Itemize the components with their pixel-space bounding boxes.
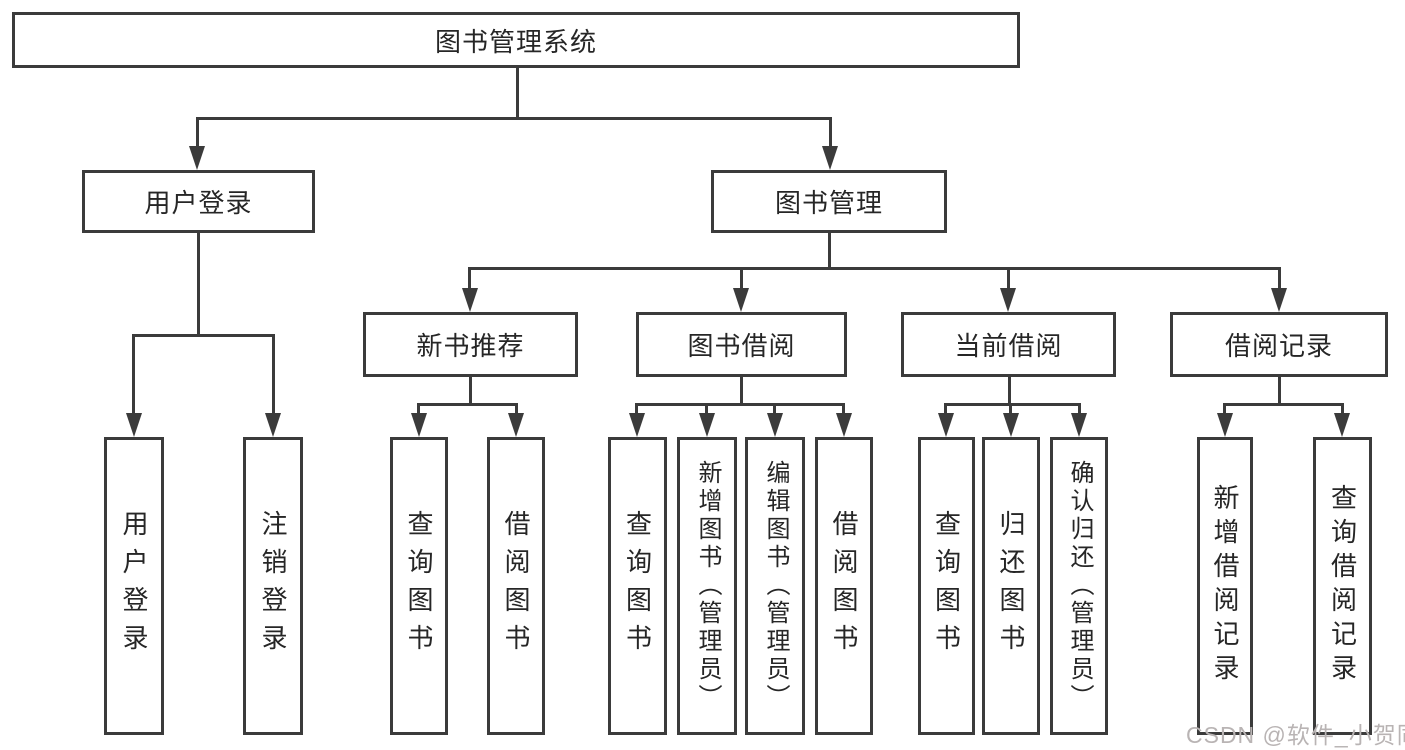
arrowhead-icon — [1003, 413, 1019, 437]
leaf-borrow-books-2: 借阅图书 — [815, 437, 873, 735]
leaf-confirm-return-admin: 确认归还（管理员） — [1050, 437, 1108, 735]
leaf-query-borrow-records: 查询借阅记录 — [1313, 437, 1372, 735]
connector-line — [1008, 377, 1011, 406]
connector-line — [1223, 403, 1226, 417]
leaf-logout: 注销登录 — [243, 437, 303, 735]
connector-line — [132, 334, 135, 416]
arrowhead-icon — [1334, 413, 1350, 437]
node-label: 图书借阅 — [687, 331, 796, 361]
leaf-user-login: 用户登录 — [104, 437, 164, 735]
leaf-add-borrow-record: 新增借阅记录 — [1197, 437, 1253, 735]
connector-line — [417, 403, 420, 417]
node-label: 编辑图书（管理员） — [762, 460, 789, 712]
arrowhead-icon — [189, 146, 205, 170]
connector-line — [196, 117, 832, 120]
arrowhead-icon — [508, 413, 524, 437]
connector-line — [635, 403, 845, 406]
node-label: 确认归还（管理员） — [1066, 460, 1093, 712]
leaf-return-books: 归还图书 — [982, 437, 1040, 735]
node-label: 图书管理系统 — [434, 26, 597, 57]
connector-line — [842, 403, 845, 417]
connector-line — [468, 267, 471, 292]
connector-line — [635, 403, 638, 417]
connector-line — [944, 403, 947, 417]
connector-line — [516, 68, 519, 120]
arrowhead-icon — [126, 413, 142, 437]
connector-line — [705, 403, 708, 417]
connector-line — [469, 377, 472, 406]
node-label: 归还图书 — [996, 510, 1026, 662]
arrowhead-icon — [1217, 413, 1233, 437]
node-label: 当前借阅 — [954, 331, 1063, 361]
node-book-borrowing: 图书借阅 — [636, 312, 847, 377]
node-label: 用户登录 — [119, 510, 149, 662]
arrowhead-icon — [699, 413, 715, 437]
arrowhead-icon — [938, 413, 954, 437]
connector-line — [272, 334, 275, 416]
arrowhead-icon — [629, 413, 645, 437]
leaf-query-books-2: 查询图书 — [608, 437, 667, 735]
leaf-borrow-books-1: 借阅图书 — [487, 437, 545, 735]
arrowhead-icon — [767, 413, 783, 437]
node-label: 新书推荐 — [416, 331, 525, 361]
leaf-query-books-3: 查询图书 — [918, 437, 975, 735]
arrowhead-icon — [1000, 288, 1016, 312]
connector-line — [773, 403, 776, 417]
node-book-management: 图书管理 — [711, 170, 947, 233]
connector-line — [1223, 403, 1344, 406]
csdn-watermark: CSDN @软件_小贺同学 — [1186, 722, 1405, 748]
node-current-borrowing: 当前借阅 — [901, 312, 1116, 377]
arrowhead-icon — [462, 288, 478, 312]
node-user-login: 用户登录 — [82, 170, 315, 233]
connector-line — [1007, 267, 1010, 292]
connector-line — [1278, 267, 1281, 292]
connector-line — [515, 403, 518, 417]
arrowhead-icon — [836, 413, 852, 437]
connector-line — [944, 403, 1081, 406]
arrowhead-icon — [411, 413, 427, 437]
node-label: 借阅图书 — [501, 510, 531, 662]
node-borrowing-records: 借阅记录 — [1170, 312, 1388, 377]
arrowhead-icon — [822, 146, 838, 170]
arrowhead-icon — [1071, 413, 1087, 437]
node-label: 借阅记录 — [1224, 331, 1333, 361]
node-label: 查询图书 — [931, 510, 962, 662]
node-label: 查询图书 — [622, 510, 653, 662]
node-label: 查询借阅记录 — [1327, 484, 1358, 688]
arrowhead-icon — [1271, 288, 1287, 312]
connector-line — [1278, 377, 1281, 406]
connector-line — [132, 334, 275, 337]
connector-line — [196, 117, 199, 149]
node-new-book-recommendation: 新书推荐 — [363, 312, 578, 377]
leaf-query-books-1: 查询图书 — [390, 437, 448, 735]
leaf-edit-books-admin: 编辑图书（管理员） — [745, 437, 805, 735]
connector-line — [740, 267, 743, 292]
node-label: 借阅图书 — [829, 510, 859, 662]
arrowhead-icon — [733, 288, 749, 312]
node-library-management-system: 图书管理系统 — [12, 12, 1020, 68]
leaf-add-books-admin: 新增图书（管理员） — [677, 437, 737, 735]
connector-line — [197, 233, 200, 337]
node-label: 新增图书（管理员） — [694, 460, 721, 712]
connector-line — [1078, 403, 1081, 417]
arrowhead-icon — [265, 413, 281, 437]
node-label: 图书管理 — [774, 188, 883, 218]
node-label: 用户登录 — [144, 188, 253, 218]
node-label: 注销登录 — [258, 510, 288, 662]
connector-line — [828, 233, 831, 270]
node-label: 新增借阅记录 — [1210, 484, 1240, 688]
connector-line — [1009, 403, 1012, 417]
connector-line — [829, 117, 832, 149]
connector-line — [417, 403, 518, 406]
connector-line — [1341, 403, 1344, 417]
connector-line — [468, 267, 1281, 270]
connector-line — [740, 377, 743, 406]
node-label: 查询图书 — [404, 510, 434, 662]
